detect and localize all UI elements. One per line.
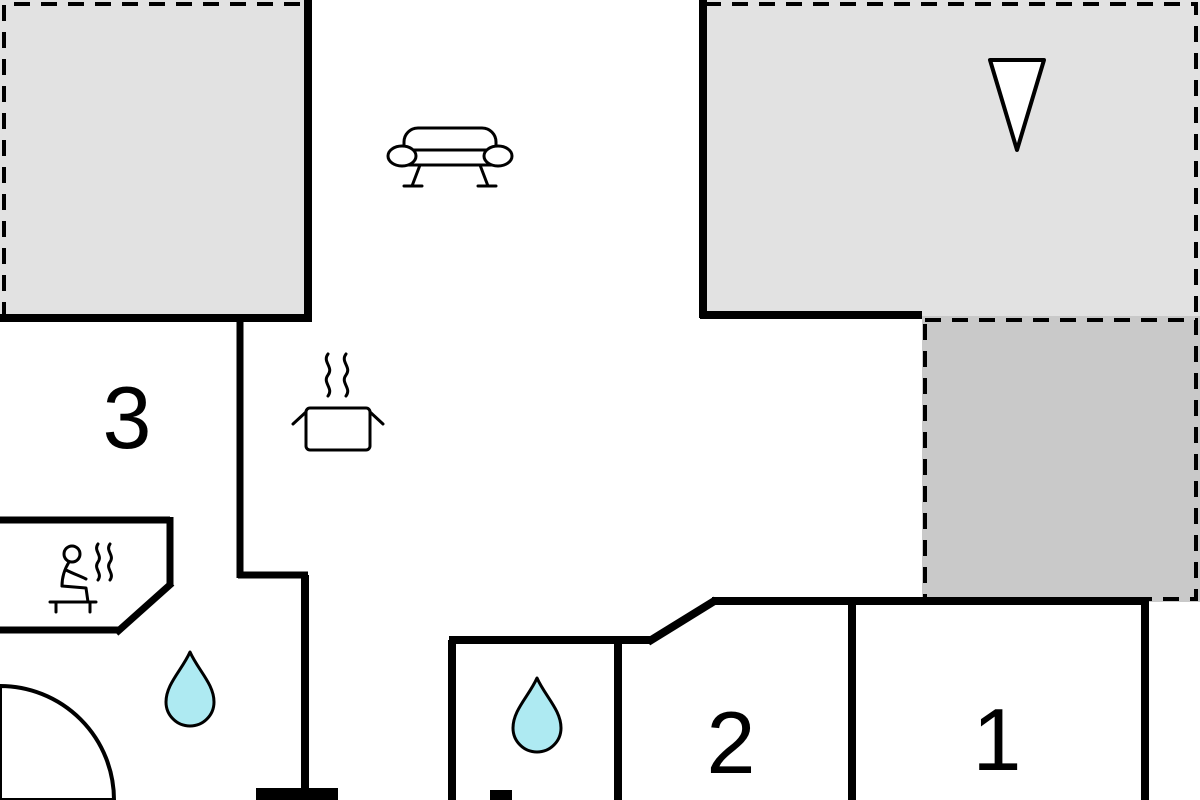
- sauna-person-head: [62, 544, 82, 564]
- water-drop-icon: [511, 676, 563, 754]
- heat-wave: [107, 542, 113, 582]
- sauna-person-body: [60, 560, 71, 588]
- wall-stub: [490, 790, 512, 800]
- sofa-armrest: [386, 144, 418, 168]
- terrace-top-right: [703, 0, 1200, 316]
- wall-segment: [645, 596, 719, 646]
- steam-line: [324, 352, 332, 398]
- water-drop-icon: [164, 650, 216, 728]
- sauna-person-arm: [64, 568, 88, 581]
- cooking-pot-icon: [291, 352, 385, 452]
- room-1-label: 1: [973, 690, 1022, 789]
- terrace-top-left: [0, 0, 310, 318]
- shower-quarter-circle-icon: [0, 683, 117, 800]
- pot-body: [304, 406, 372, 452]
- sauna-person-legs: [60, 584, 90, 604]
- wall-stub: [256, 788, 338, 800]
- sauna-icon: [48, 542, 113, 614]
- sauna-bench: [48, 600, 98, 614]
- dashed-outline-terrace-top-left: [2, 2, 308, 318]
- pot-handles: [291, 410, 385, 426]
- room-2-label: 2: [707, 693, 756, 792]
- steam-line: [342, 352, 350, 398]
- sofa-icon: [386, 126, 514, 188]
- heat-wave: [95, 542, 101, 582]
- north-arrow-icon: [988, 58, 1046, 152]
- covered-terrace-right: [922, 316, 1200, 602]
- wall-segment: [113, 580, 175, 636]
- sofa-armrest: [482, 144, 514, 168]
- room-3-label: 3: [103, 368, 152, 467]
- sofa-legs: [402, 163, 498, 188]
- living-area: [310, 0, 700, 600]
- dashed-outline-terrace-top-right: [705, 2, 1198, 315]
- walls: [0, 0, 1149, 800]
